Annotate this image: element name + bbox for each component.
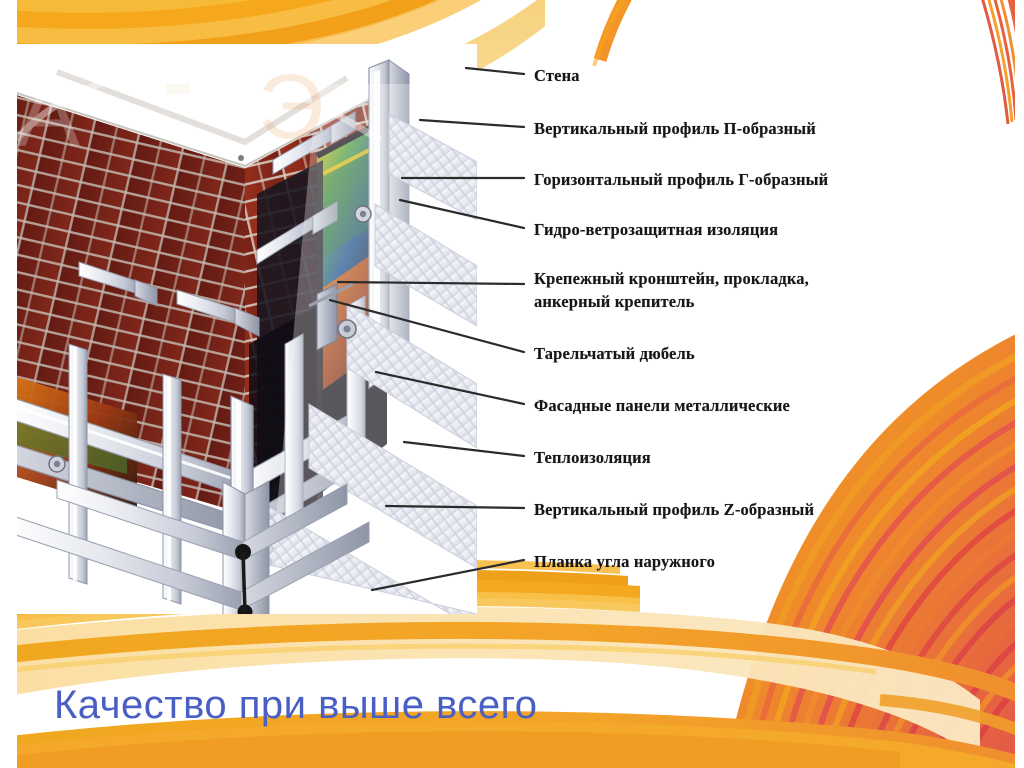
callout-label-vertical-z: Вертикальный профиль Z-образный [534, 500, 815, 519]
right-page-margin [1015, 0, 1024, 768]
leader-line-facade-panels [374, 370, 526, 406]
leader-line-vertical-p [418, 118, 526, 129]
leader-line-wall [464, 66, 526, 76]
callout-label-bracket: Крепежный кронштейн, прокладка, анкерный… [534, 267, 914, 313]
callout-label-vertical-p: Вертикальный профиль П-образный [534, 119, 816, 138]
callout-label-bracket-line1: Крепежный кронштейн, прокладка, [534, 269, 809, 288]
slide-caption: Качество при выше всего [54, 683, 538, 727]
facade-cutaway-svg [17, 44, 477, 614]
leader-line-insulation [402, 440, 526, 458]
callout-label-membrane: Гидро-ветрозащитная изоляция [534, 220, 779, 239]
callout-label-dowel: Тарельчатый дюбель [534, 344, 695, 363]
callout-label-facade-panels: Фасадные панели металлические [534, 396, 790, 415]
callout-label-corner-strip: Планка угла наружного [534, 552, 715, 571]
callout-label-bracket-line2: анкерный крепитель [534, 292, 695, 312]
leader-line-dowel [328, 298, 526, 354]
callout-label-horizontal-g: Горизонтальный профиль Г-образный [534, 170, 829, 189]
leader-line-bracket [336, 280, 526, 286]
callout-label-wall: Стена [534, 66, 580, 85]
left-page-margin [0, 0, 17, 768]
leader-line-vertical-z [384, 504, 526, 510]
callout-label-insulation: Теплоизоляция [534, 448, 651, 467]
facade-cutaway-illustration [17, 44, 477, 614]
leader-line-membrane [398, 198, 526, 230]
leader-line-corner-strip [370, 558, 526, 592]
